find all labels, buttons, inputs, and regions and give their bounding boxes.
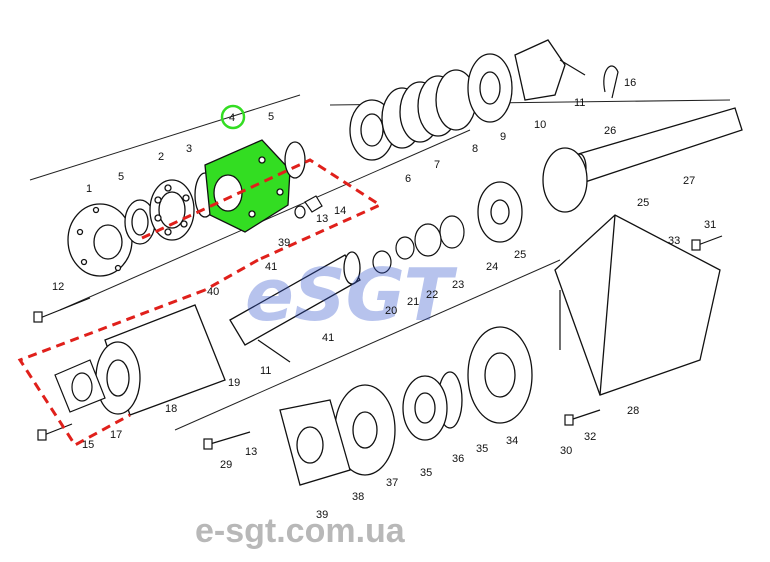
callout-labels: 1 2 3 5 5 6 7 8 9 10 11 11 12 13 13 14 1… xyxy=(52,77,716,521)
callout-10: 10 xyxy=(534,119,546,131)
callout-2: 2 xyxy=(158,151,164,163)
part-nut-14 xyxy=(294,195,323,219)
callout-5a: 5 xyxy=(118,171,124,183)
callout-25a: 25 xyxy=(514,249,526,261)
callout-16: 16 xyxy=(624,77,636,89)
callout-18: 18 xyxy=(165,403,177,415)
site-url: e-sgt.com.ua xyxy=(195,512,406,550)
part-hub-4-highlighted[interactable] xyxy=(204,139,291,233)
part-housing-18 xyxy=(95,304,226,416)
watermark-text: eSGT xyxy=(245,253,458,337)
part-clutch-stack xyxy=(349,39,566,161)
part-shaft-19 xyxy=(229,251,361,346)
callout-12: 12 xyxy=(52,281,64,293)
callout-28: 28 xyxy=(627,405,639,417)
part-flange-25 xyxy=(477,147,588,243)
callout-39b: 39 xyxy=(316,509,328,521)
callout-35a: 35 xyxy=(476,443,488,455)
callout-13b: 13 xyxy=(245,446,257,458)
callout-38: 38 xyxy=(352,491,364,503)
callout-26: 26 xyxy=(604,125,616,137)
callout-21: 21 xyxy=(407,296,419,308)
callout-3: 3 xyxy=(186,143,192,155)
part-gasket-17 xyxy=(54,359,106,413)
callout-29: 29 xyxy=(220,459,232,471)
callout-36: 36 xyxy=(452,453,464,465)
part-flange-34 xyxy=(467,326,533,424)
callout-11a: 11 xyxy=(574,97,585,109)
highlight-marker-circle xyxy=(220,104,246,130)
callout-27: 27 xyxy=(683,175,695,187)
callout-31: 31 xyxy=(704,219,716,231)
assembly-outline-dashed xyxy=(17,158,384,447)
callout-7: 7 xyxy=(434,159,440,171)
callout-23: 23 xyxy=(452,279,464,291)
watermark: eSGT xyxy=(245,253,458,337)
callout-30: 30 xyxy=(560,445,572,457)
highlight-marker-label: 4 xyxy=(229,112,235,124)
part-shaft-27 xyxy=(573,107,743,183)
callout-34: 34 xyxy=(506,435,518,447)
callout-40: 40 xyxy=(207,286,219,298)
callout-15: 15 xyxy=(82,439,94,451)
callout-19: 19 xyxy=(228,377,240,389)
callout-13a: 13 xyxy=(316,213,328,225)
part-bolts xyxy=(33,235,723,450)
callout-32: 32 xyxy=(584,431,596,443)
callout-1: 1 xyxy=(86,183,92,195)
callout-5b: 5 xyxy=(268,111,274,123)
callout-8: 8 xyxy=(472,143,478,155)
part-bearing-2 xyxy=(149,179,195,241)
callout-11b: 11 xyxy=(260,365,271,377)
part-ring-5 xyxy=(124,199,156,245)
part-housing-38 xyxy=(279,399,351,486)
part-seals-21-24 xyxy=(372,215,465,274)
part-flange-1 xyxy=(67,203,133,277)
callout-22: 22 xyxy=(426,289,438,301)
callout-35b: 35 xyxy=(420,467,432,479)
callout-33: 33 xyxy=(668,235,680,247)
callout-41b: 41 xyxy=(322,332,334,344)
callout-14: 14 xyxy=(334,205,346,217)
callout-9: 9 xyxy=(500,131,506,143)
callout-37: 37 xyxy=(386,477,398,489)
callout-24: 24 xyxy=(486,261,498,273)
part-bearing-35-36 xyxy=(402,371,463,441)
callout-25b: 25 xyxy=(637,197,649,209)
part-ring-5b xyxy=(284,141,306,179)
callout-20: 20 xyxy=(385,305,397,317)
part-housing-28 xyxy=(554,214,721,396)
part-pin-11-16 xyxy=(559,59,619,99)
callout-39a: 39 xyxy=(278,237,290,249)
callout-6: 6 xyxy=(405,173,411,185)
callout-17: 17 xyxy=(110,429,122,441)
callout-41a: 41 xyxy=(265,261,277,273)
part-disc-37 xyxy=(334,384,396,476)
